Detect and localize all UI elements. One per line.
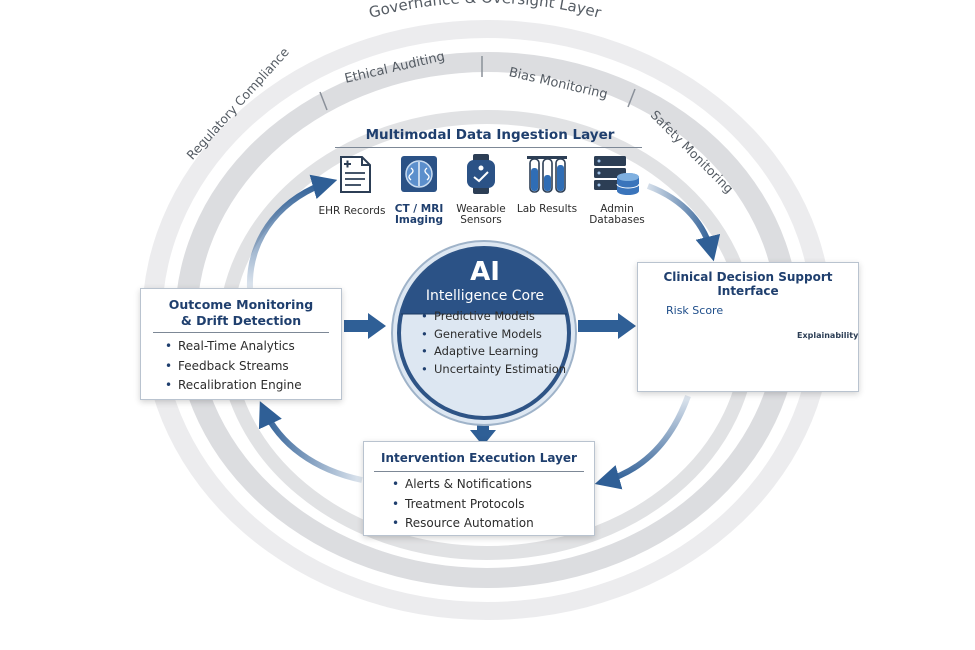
database-server-icon (594, 156, 640, 195)
clinical-decision-support-box: Clinical Decision Support Interface (637, 262, 859, 392)
list-item: Resource Automation (392, 514, 534, 534)
core-header: AI Intelligence Core (395, 258, 575, 304)
arrow-intervention-to-outcome (258, 401, 363, 483)
core-subtitle: Intelligence Core (425, 288, 545, 304)
document-icon (340, 156, 371, 193)
explainability-label: Explainability (797, 331, 859, 340)
list-item: Adaptive Learning (421, 343, 566, 361)
outcome-monitoring-box: Outcome Monitoring& Drift Detection Real… (140, 288, 342, 400)
arrow-cds-to-intervention (594, 394, 691, 490)
intervention-list: Alerts & Notifications Treatment Protoco… (392, 475, 534, 534)
ingestion-title: Multimodal Data Ingestion Layer (365, 127, 615, 143)
list-item: Uncertainty Estimation (421, 361, 566, 379)
list-item: Alerts & Notifications (392, 475, 534, 495)
list-item: Predictive Models (421, 308, 566, 326)
governance-separators (319, 56, 636, 111)
list-item: Feedback Streams (165, 357, 302, 377)
source-label-ehr: EHR Records (318, 205, 386, 217)
outcome-title: Outcome Monitoring& Drift Detection (168, 297, 314, 328)
list-item: Treatment Protocols (392, 495, 534, 515)
brain-scan-icon (401, 156, 437, 192)
governance-title: Governance & Oversight Layer (367, 0, 604, 22)
arrow-core-to-intervention (470, 412, 496, 446)
test-tubes-icon (527, 156, 567, 193)
intervention-title: Intervention Execution Layer (381, 451, 577, 465)
core-title: AI (470, 257, 500, 287)
outcome-rule (153, 332, 329, 333)
wearable-device-icon (467, 154, 495, 194)
core-list: Predictive Models Generative Models Adap… (421, 308, 566, 378)
outcome-list: Real-Time Analytics Feedback Streams Rec… (165, 337, 302, 396)
arrow-outcome-to-ingestion (246, 174, 338, 289)
arrow-core-to-cds (578, 313, 636, 339)
cds-title: Clinical Decision Support Interface (663, 270, 833, 298)
list-item: Real-Time Analytics (165, 337, 302, 357)
ingestion-rule (335, 147, 642, 148)
risk-score-label: Risk Score (666, 304, 724, 317)
list-item: Recalibration Engine (165, 376, 302, 396)
arrow-outcome-to-core (344, 313, 386, 339)
intervention-rule (374, 471, 584, 472)
intervention-execution-box: Intervention Execution Layer Alerts & No… (363, 441, 595, 536)
arrow-ingestion-to-cds (646, 183, 721, 262)
source-label-lab: Lab Results (516, 203, 578, 215)
list-item: Generative Models (421, 326, 566, 344)
